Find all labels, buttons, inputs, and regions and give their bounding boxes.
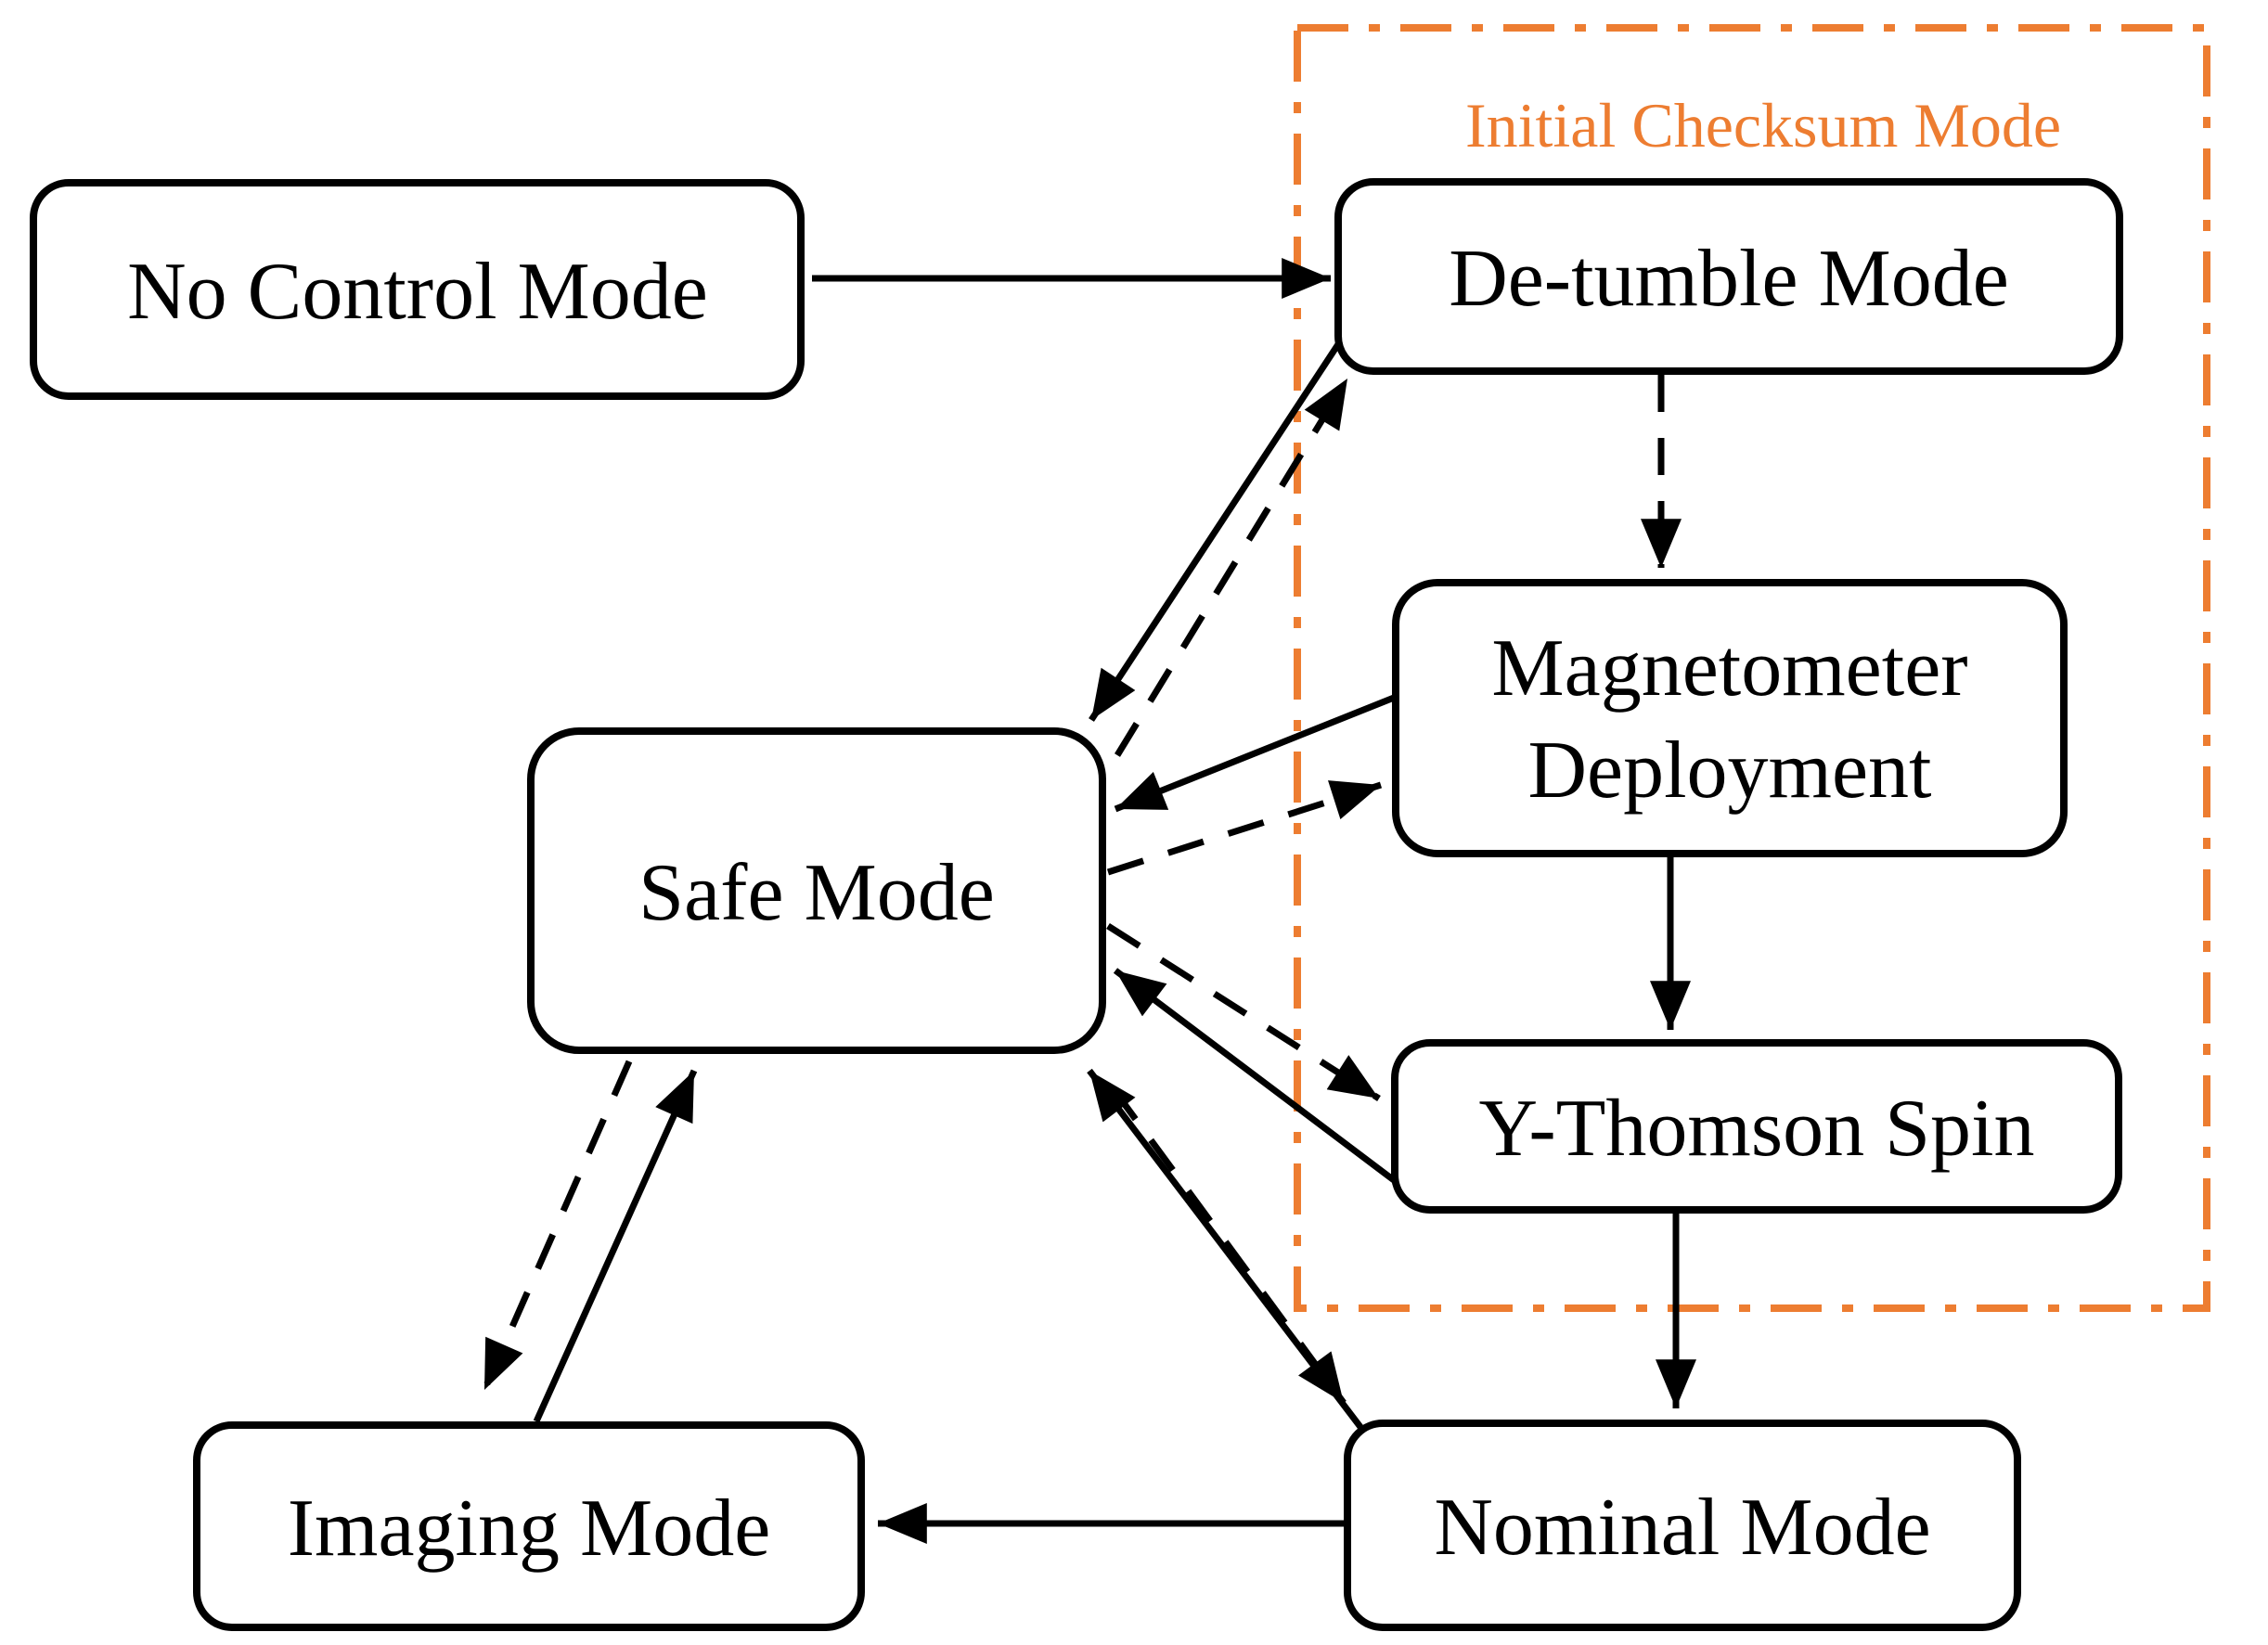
edge-detumble-to-safe bbox=[1089, 340, 1343, 722]
edge-safe-to-ythomson bbox=[1106, 923, 1381, 1101]
node-detumble-mode: De-tumble Mode bbox=[1334, 178, 2123, 375]
safe-mode-label: Safe Mode bbox=[638, 848, 995, 938]
initial-checksum-group-border bbox=[1294, 24, 2210, 1312]
nominal-mode-label: Nominal Mode bbox=[1434, 1483, 1930, 1573]
magnetometer-deployment-box bbox=[1392, 579, 2068, 857]
magnetometer-deployment-label-line1: Magnetometer bbox=[1491, 623, 1967, 713]
edge-safe-to-magnetometer bbox=[1106, 780, 1383, 876]
initial-checksum-group-label: Initial Checksum Mode bbox=[1465, 90, 2061, 161]
edge-magnetometer-to-safe bbox=[1114, 694, 1396, 813]
imaging-mode-label: Imaging Mode bbox=[288, 1484, 771, 1574]
no-control-mode-label: No Control Mode bbox=[127, 247, 708, 337]
edge-ythomson-to-safe bbox=[1113, 968, 1397, 1183]
node-ythomson-spin: Y-Thomson Spin bbox=[1391, 1039, 2122, 1214]
node-nominal-mode: Nominal Mode bbox=[1344, 1420, 2021, 1631]
detumble-mode-box bbox=[1334, 178, 2123, 375]
edge-imaging-to-safe bbox=[533, 1069, 698, 1423]
node-no-control-mode: No Control Mode bbox=[30, 179, 805, 400]
magnetometer-deployment-label-line2: Deployment bbox=[1527, 726, 1931, 816]
node-imaging-mode: Imaging Mode bbox=[193, 1421, 865, 1631]
edge-safe-to-imaging bbox=[481, 1060, 633, 1392]
no-control-mode-box bbox=[30, 179, 805, 400]
detumble-mode-label: De-tumble Mode bbox=[1449, 234, 2009, 324]
edge-safe-to-detumble bbox=[1115, 377, 1350, 757]
ythomson-spin-box bbox=[1391, 1039, 2122, 1214]
imaging-mode-box bbox=[193, 1421, 865, 1631]
node-magnetometer-deployment: Magnetometer Deployment bbox=[1392, 579, 2068, 857]
nominal-mode-box bbox=[1344, 1420, 2021, 1631]
edge-safe-to-nominal bbox=[1111, 1086, 1347, 1406]
safe-mode-box bbox=[527, 727, 1106, 1054]
ythomson-spin-label: Y-Thomson Spin bbox=[1479, 1084, 2035, 1174]
node-safe-mode: Safe Mode bbox=[527, 727, 1106, 1054]
